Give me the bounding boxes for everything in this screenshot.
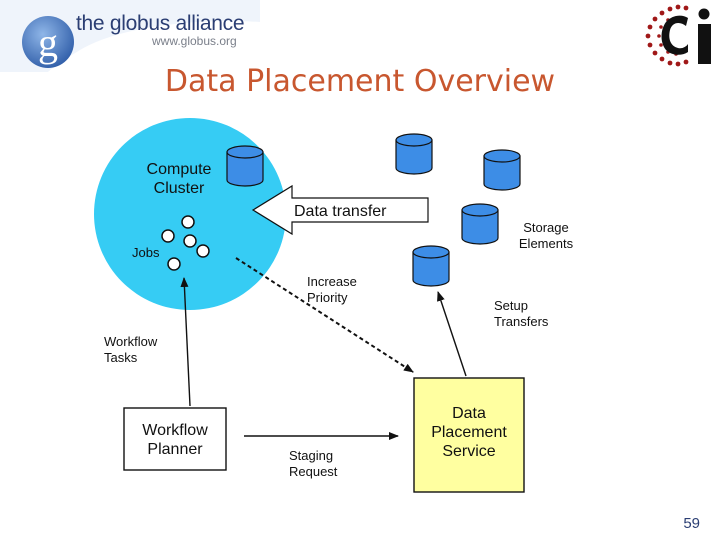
increase-priority-arrow bbox=[235, 257, 414, 373]
compute-cluster-circle bbox=[94, 118, 286, 310]
jobs-label: Jobs bbox=[132, 245, 160, 260]
workflow-tasks-label: Workflow Tasks bbox=[104, 334, 158, 365]
job-node bbox=[196, 244, 210, 258]
data-transfer-label: Data transfer bbox=[294, 203, 387, 220]
logo-url: www.globus.org bbox=[152, 34, 237, 48]
storage-cylinder bbox=[461, 203, 499, 245]
data-transfer-arrow bbox=[251, 184, 429, 236]
job-node bbox=[161, 229, 175, 243]
logo-text: the globus alliance bbox=[76, 12, 245, 35]
workflow-tasks-arrow bbox=[180, 277, 191, 407]
page-number: 59 bbox=[683, 515, 700, 532]
job-node bbox=[181, 215, 195, 229]
workflow-planner-box bbox=[123, 407, 227, 471]
storage-elements-label: Storage Elements bbox=[518, 220, 574, 251]
staging-request-label: Staging Request bbox=[289, 448, 338, 479]
logo-letter: g bbox=[38, 20, 58, 65]
globus-logo-icon: g bbox=[0, 0, 260, 72]
compute-cluster-label: Compute Cluster bbox=[146, 161, 212, 198]
increase-priority-label: Increase Priority bbox=[307, 274, 357, 305]
job-node bbox=[167, 257, 181, 271]
data-placement-service-label: Data Placement Service bbox=[431, 405, 507, 461]
job-node bbox=[183, 234, 197, 248]
storage-cylinder bbox=[483, 149, 521, 191]
ci-logo-icon bbox=[645, 4, 711, 67]
storage-cylinder bbox=[412, 245, 450, 287]
storage-cylinder bbox=[395, 133, 433, 175]
storage-cylinder bbox=[226, 145, 264, 187]
data-placement-service-box bbox=[413, 377, 525, 493]
workflow-planner-label: Workflow Planner bbox=[142, 422, 208, 459]
slide-title: Data Placement Overview bbox=[164, 64, 556, 99]
setup-transfers-arrow bbox=[437, 291, 467, 377]
setup-transfers-label: Setup Transfers bbox=[494, 298, 549, 329]
globus-alliance-logo: g the globus alliance www.globus.org bbox=[0, 0, 260, 72]
